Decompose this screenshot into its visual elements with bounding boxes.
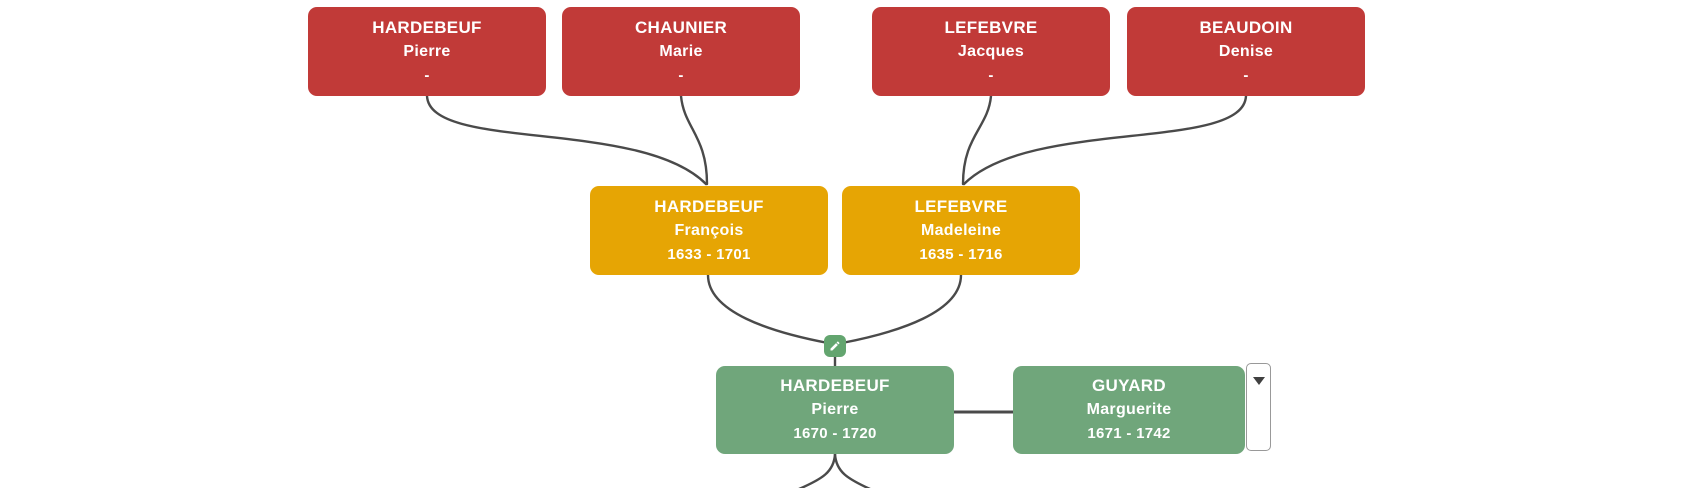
edit-union-button[interactable] [824,335,846,357]
person-card-hardebeuf-francois[interactable]: HARDEBEUF François 1633 - 1701 [590,186,828,275]
person-surname: LEFEBVRE [914,196,1008,216]
person-card-lefebvre-madeleine[interactable]: LEFEBVRE Madeleine 1635 - 1716 [842,186,1080,275]
person-surname: GUYARD [1092,376,1166,395]
link-gen3a-to-child-left [798,452,837,488]
person-dates: - [988,66,994,84]
person-dates: - [678,66,684,84]
person-card-beaudoin-denise[interactable]: BEAUDOIN Denise - [1127,7,1365,96]
link-gen1a-to-gen2a [425,94,708,186]
person-surname: CHAUNIER [634,17,728,37]
person-dates: - [1243,66,1249,84]
person-given-name: Marguerite [1086,401,1172,418]
person-given-name: Pierre [811,401,859,418]
person-surname: LEFEBVRE [944,17,1038,37]
pencil-icon [829,340,841,352]
person-dates: 1633 - 1701 [667,245,751,263]
person-given-name: Marie [659,42,703,60]
caret-down-icon [1252,377,1265,385]
link-gen1c-to-gen2b [961,94,993,186]
person-dates: 1670 - 1720 [793,425,877,442]
person-dates: - [424,66,430,84]
person-dates: 1671 - 1742 [1087,425,1171,442]
person-card-hardebeuf-pierre-root[interactable]: HARDEBEUF Pierre 1670 - 1720 [716,366,954,454]
link-gen1d-to-gen2b [962,94,1248,186]
person-surname: BEAUDOIN [1199,17,1293,37]
person-card-guyard-marguerite[interactable]: GUYARD Marguerite 1671 - 1742 [1013,366,1245,454]
person-given-name: Madeleine [920,221,1002,239]
person-surname: HARDEBEUF [372,17,482,37]
person-given-name: Jacques [957,42,1025,60]
link-gen2a-to-union [706,273,830,345]
person-card-lefebvre-jacques[interactable]: LEFEBVRE Jacques - [872,7,1110,96]
person-given-name: François [674,221,744,239]
person-card-chaunier-marie[interactable]: CHAUNIER Marie - [562,7,800,96]
person-surname: HARDEBEUF [780,376,890,395]
person-given-name: Denise [1218,42,1274,60]
person-given-name: Pierre [403,42,451,60]
link-gen1b-to-gen2a [679,94,709,186]
link-gen3a-to-child-right [833,452,871,488]
link-gen2b-to-union [840,273,963,345]
person-surname: HARDEBEUF [654,196,764,216]
person-card-hardebeuf-pierre-elder[interactable]: HARDEBEUF Pierre - [308,7,546,96]
spouse-expand-button[interactable] [1246,363,1271,451]
person-dates: 1635 - 1716 [919,245,1003,263]
